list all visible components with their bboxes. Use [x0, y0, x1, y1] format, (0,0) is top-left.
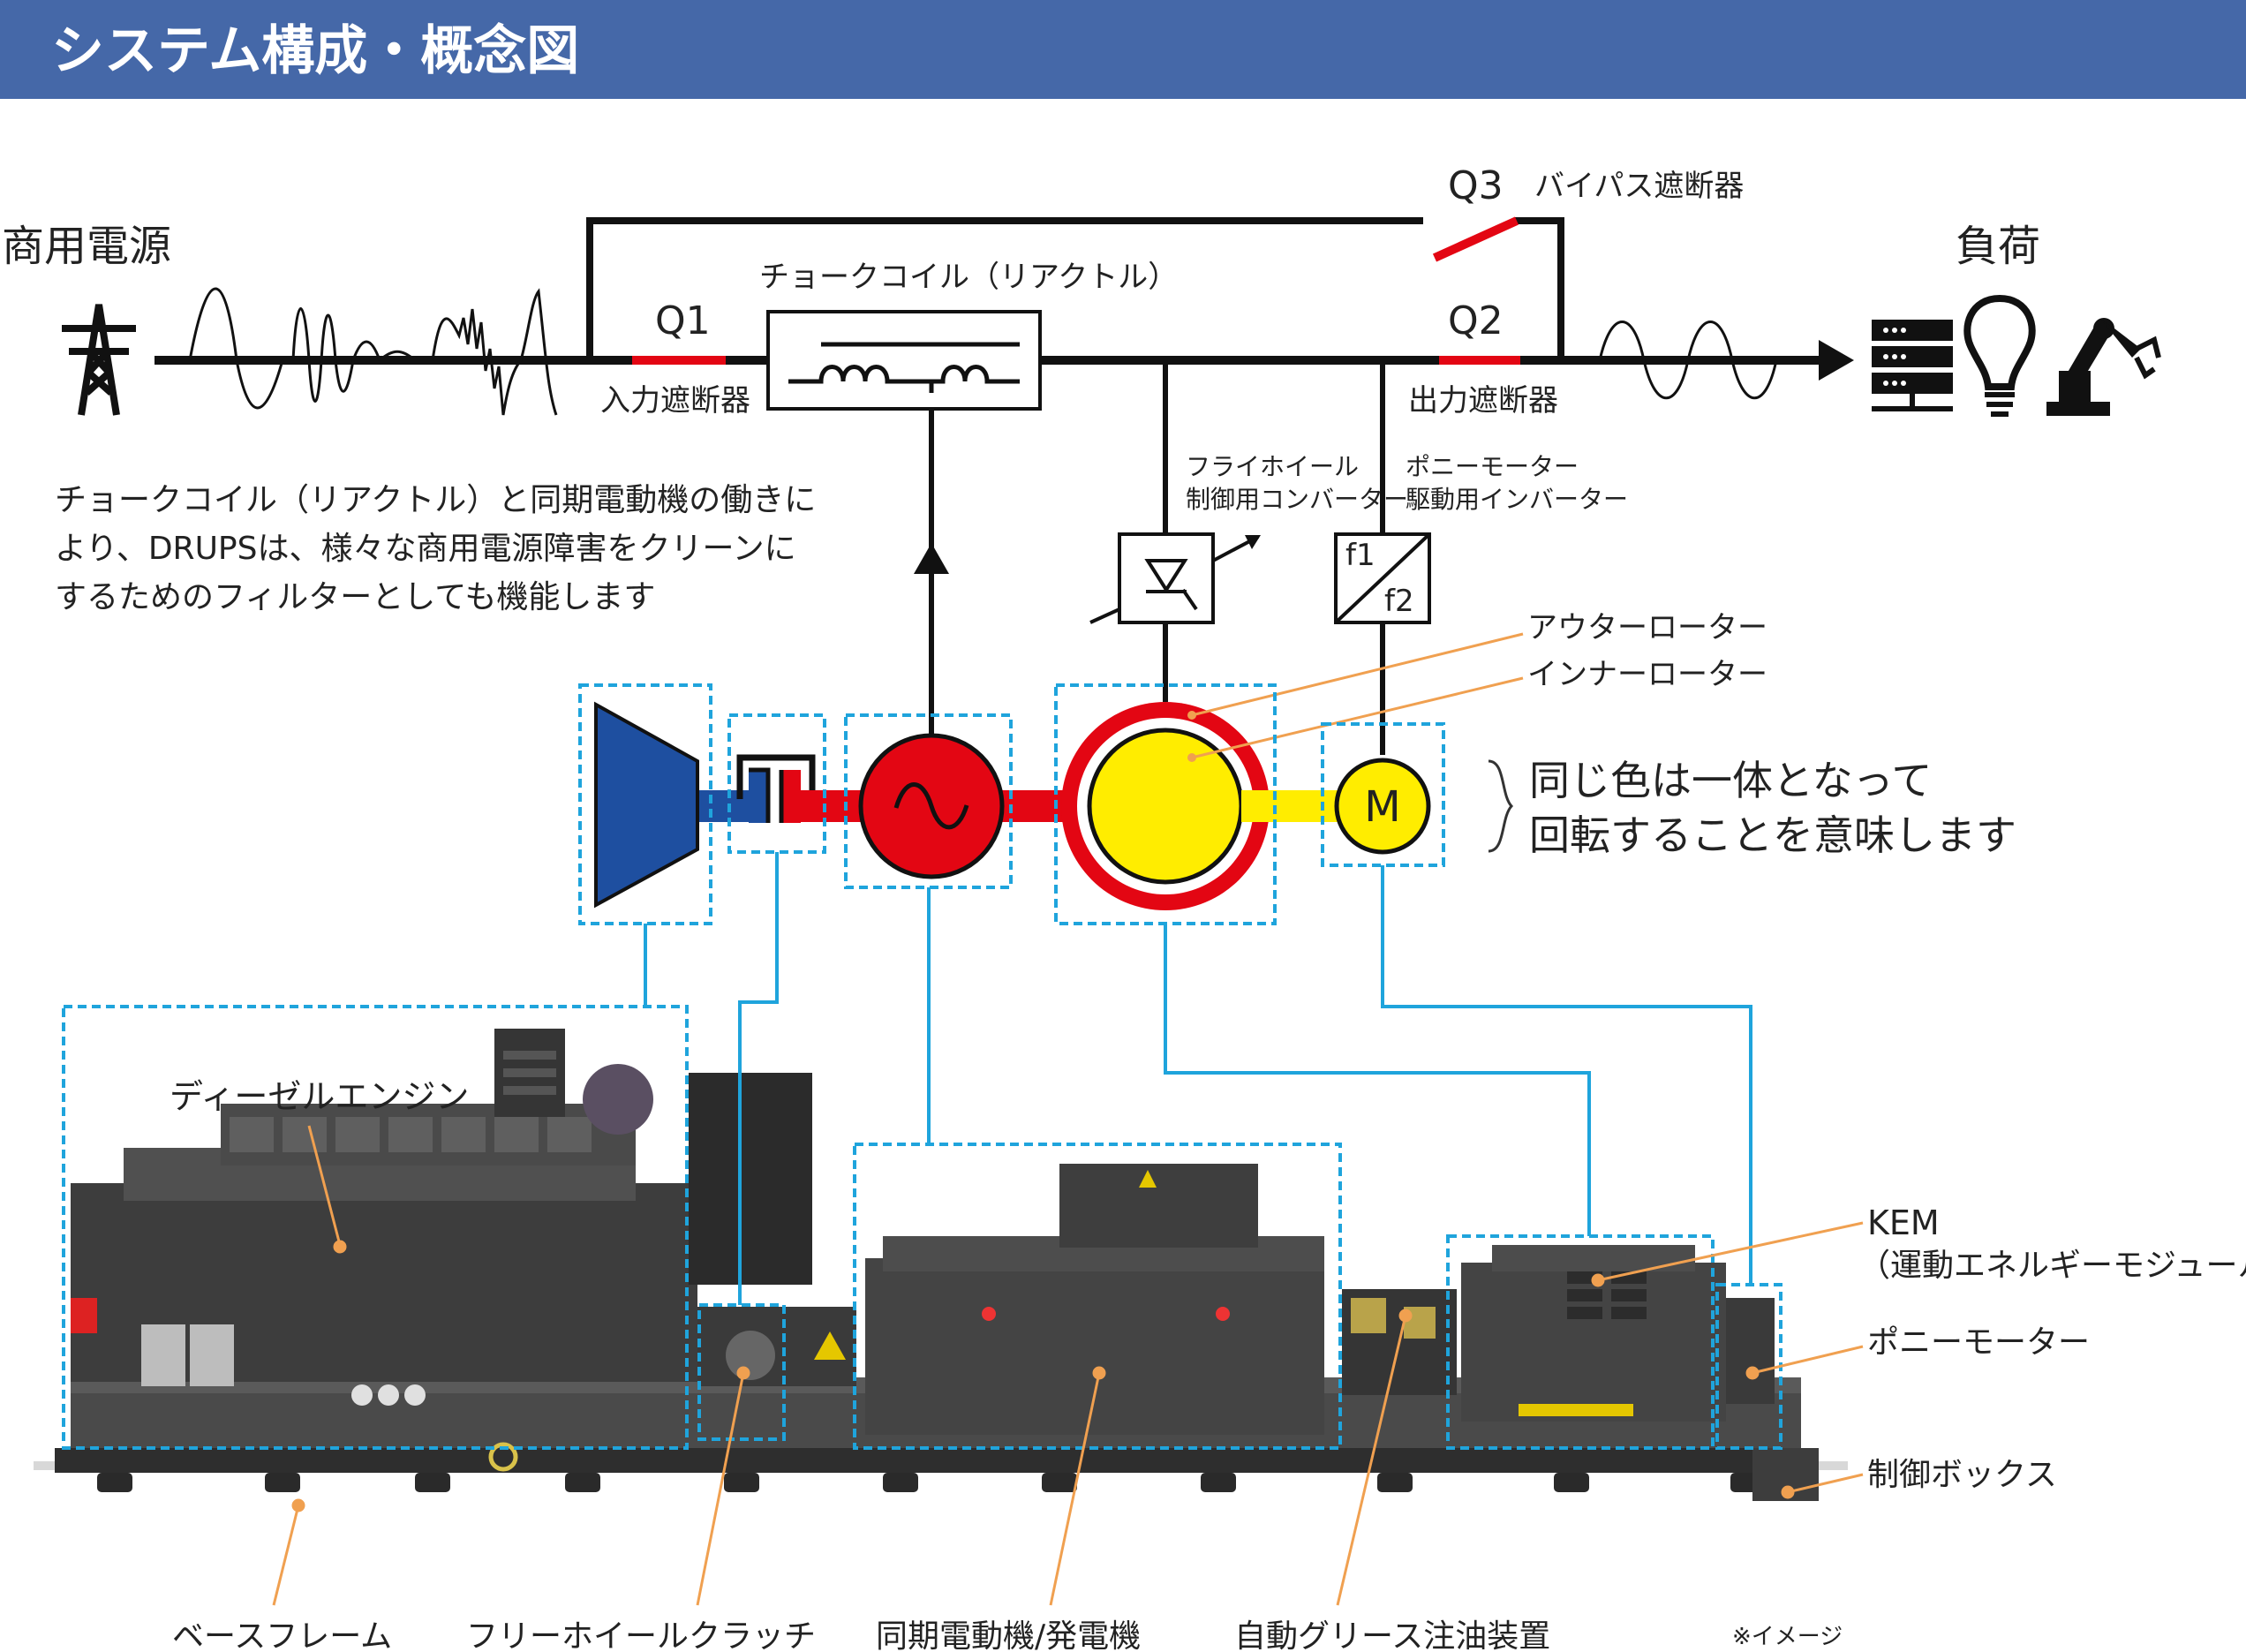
engine-symbol-box: [578, 683, 712, 925]
inverter-diagonal: [1334, 532, 1431, 624]
outer-rotor-label: アウターローター: [1527, 610, 1767, 645]
light-bulb-icon: [1963, 294, 2036, 417]
diesel-engine-label: ディーゼルエンジン: [170, 1077, 469, 1116]
robot-arm-icon: [2046, 318, 2161, 416]
bypass-line-left: [586, 217, 1423, 360]
description-line2: より、DRUPSは、様々な商用電源障害をクリーンに: [55, 531, 796, 567]
converter-box: [1118, 532, 1215, 624]
legend-line1: 同じ色は一体となって: [1529, 757, 1932, 804]
choke-label: チョークコイル（リアクトル）: [759, 260, 1178, 295]
base-frame-label: ベースフレーム: [172, 1618, 392, 1652]
q3-breaker-symbol: [1432, 216, 1519, 262]
sine-wave-icon: [893, 782, 969, 830]
clutch-red-half: [781, 770, 801, 823]
input-waveform-icon: [188, 287, 558, 416]
output-sine-wave-icon: [1598, 321, 1778, 400]
pony-motor-symbol: [1334, 758, 1431, 855]
motor-symbol-label: M: [1364, 782, 1400, 832]
generator-label: 同期電動機/発電機: [876, 1618, 1141, 1652]
converter-control-line: [1089, 607, 1120, 624]
page-title: システム構成・概念図: [51, 20, 579, 82]
power-flow-arrow: [914, 543, 949, 574]
converter-adjust-arrow-head: [1245, 535, 1261, 549]
power-pylon-icon: [62, 304, 136, 416]
server-rack-icon: [1872, 320, 1953, 411]
q3-name: バイパス遮断器: [1534, 169, 1744, 204]
cyan-connector-lines: [644, 852, 1752, 1305]
drups-machine-illustration: [34, 1029, 1848, 1501]
legend-line2: 回転することを意味します: [1529, 811, 2016, 859]
description-line3: するためのフィルターとしても機能します: [55, 579, 655, 615]
q2-label: Q2: [1448, 298, 1504, 343]
header-bar: [0, 0, 2246, 99]
pony-motor-shaft: [1241, 790, 1343, 822]
q1-label: Q1: [655, 298, 711, 343]
thyristor-icon: [1144, 559, 1198, 611]
inner-rotor-pointer-dot: [1187, 753, 1196, 762]
converter-label-line2: 制御用コンバーター: [1186, 485, 1408, 514]
choke-coil-box: [766, 310, 1042, 411]
inner-rotor-symbol: [1087, 728, 1244, 885]
bypass-line-right: [1514, 217, 1564, 360]
inner-rotor-label: インナーローター: [1527, 657, 1767, 692]
inverter-label-line1: ポニーモーター: [1406, 452, 1579, 481]
outer-rotor-pointer: [1191, 632, 1524, 717]
load-label: 負荷: [1956, 222, 2040, 271]
inverter-label-line2: 駆動用インバーター: [1406, 485, 1628, 514]
generator-box: [853, 1143, 1342, 1450]
kem-box: [1446, 1234, 1715, 1450]
converter-label-line1: フライホイール: [1186, 452, 1359, 481]
kem-label-line1: KEM: [1867, 1203, 1940, 1242]
diesel-engine-symbol: [594, 701, 699, 909]
grease-label: 自動グリース注油装置: [1234, 1618, 1550, 1652]
q1-name: 入力遮断器: [600, 383, 750, 419]
legend-brace: [1488, 759, 1514, 853]
inner-rotor-pointer: [1191, 676, 1524, 759]
output-arrow: [1819, 340, 1854, 381]
clutch-label: フリーホイールクラッチ: [466, 1618, 816, 1652]
q3-label: Q3: [1448, 163, 1504, 208]
inverter-f1-label: f1: [1345, 538, 1375, 573]
description-line1: チョークコイル（リアクトル）と同期電動機の働きに: [55, 482, 816, 518]
clutch-bracket: [736, 754, 816, 799]
diesel-engine-box: [62, 1005, 689, 1450]
outer-rotor-pointer-dot: [1187, 711, 1196, 720]
inverter-f2-label: f2: [1384, 584, 1414, 619]
machine-label-pointers: [272, 1125, 1864, 1606]
image-note: ※イメージ: [1732, 1624, 1843, 1650]
control-box-label: 制御ボックス: [1867, 1457, 2057, 1493]
source-label: 商用電源: [2, 222, 171, 271]
clutch-symbol-box: [727, 713, 826, 854]
kem-label-line2: （運動エネルギーモジュール）: [1858, 1248, 2246, 1284]
pony-motor-label: ポニーモーター: [1867, 1324, 2090, 1361]
pony-motor-symbol-box: [1321, 722, 1445, 867]
clutch-blue-outline: [749, 767, 771, 823]
clutch-blue-half: [749, 770, 768, 823]
choke-coil-symbol: [788, 365, 1020, 384]
q2-name: 出力遮断器: [1408, 383, 1558, 419]
